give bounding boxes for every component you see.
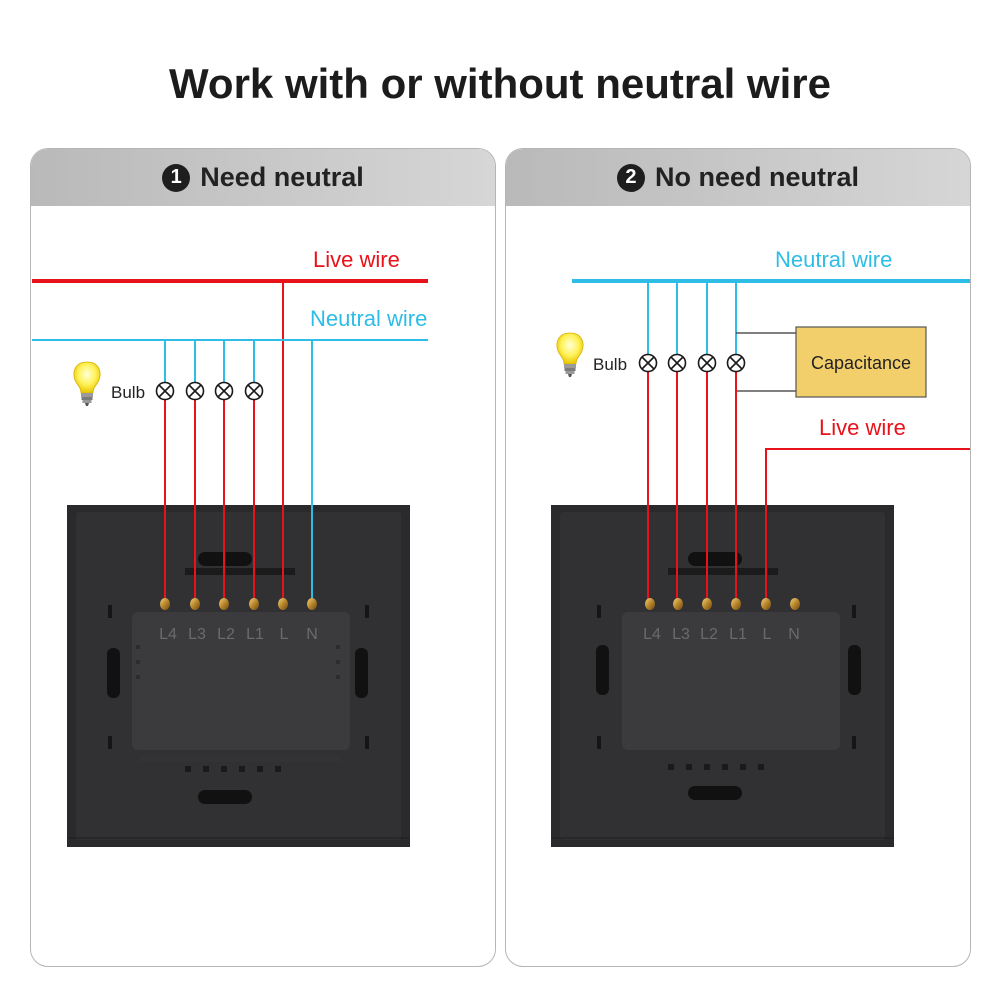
step-number-badge: 1: [162, 163, 191, 192]
bulb-label: Bulb: [111, 383, 145, 402]
terminal-labels-left: L4 L3 L2 L1 L N: [159, 626, 318, 643]
terminal-label: L3: [188, 626, 206, 643]
terminal-screws-right: [645, 598, 800, 610]
terminal-label: L1: [246, 626, 264, 643]
terminal-label: L2: [217, 626, 235, 643]
lamp-symbol-icon: [726, 353, 746, 373]
panel-heading: Need neutral: [200, 162, 364, 192]
step-number-badge: 2: [616, 163, 645, 192]
capacitor-leads: [736, 332, 796, 392]
switch-back-panel-left: [67, 505, 410, 847]
live-wire-label: Live wire: [819, 415, 906, 440]
bulb-label: Bulb: [593, 355, 627, 374]
terminal-label: L2: [700, 626, 718, 643]
capacitor-box: Capacitance: [795, 326, 927, 398]
terminal-labels-right: L4 L3 L2 L1 L N: [643, 626, 800, 643]
lamp-symbol-icon: [155, 381, 175, 401]
load-wires-right: [647, 371, 737, 604]
neutral-wire-label: Neutral wire: [775, 247, 892, 272]
panel-header: 2 No need neutral: [506, 149, 970, 206]
load-wires-left: [164, 400, 255, 604]
lamp-symbol-icon: [214, 381, 234, 401]
neutral-wire-right: [572, 279, 970, 354]
neutral-wire-left: [32, 339, 428, 604]
panel-heading: No need neutral: [654, 162, 860, 192]
terminal-label: N: [306, 626, 318, 643]
lamp-symbol-icon: [667, 353, 687, 373]
lamp-symbols-left: [155, 381, 264, 401]
terminal-label: L: [280, 626, 289, 643]
live-wire-label: Live wire: [313, 247, 400, 272]
lamp-symbols-right: [638, 353, 746, 373]
light-bulb-icon: [73, 361, 101, 407]
neutral-wire-label: Neutral wire: [310, 306, 427, 331]
lamp-symbol-icon: [697, 353, 717, 373]
lamp-symbol-icon: [638, 353, 658, 373]
lamp-symbol-icon: [244, 381, 264, 401]
live-wire-left: [32, 279, 428, 604]
switch-back-panel-right: [551, 505, 894, 847]
terminal-label: N: [788, 626, 800, 643]
terminal-label: L4: [159, 626, 177, 643]
capacitor-label: Capacitance: [811, 353, 911, 373]
page-title: Work with or without neutral wire: [169, 60, 831, 107]
lamp-symbol-icon: [185, 381, 205, 401]
panel-header: 1 Need neutral: [31, 149, 495, 206]
terminal-screws-left: [160, 598, 317, 610]
terminal-label: L: [763, 626, 772, 643]
light-bulb-icon: [556, 332, 584, 378]
live-wire-right: [765, 448, 970, 604]
terminal-label: L3: [672, 626, 690, 643]
terminal-label: L4: [643, 626, 661, 643]
terminal-label: L1: [729, 626, 747, 643]
